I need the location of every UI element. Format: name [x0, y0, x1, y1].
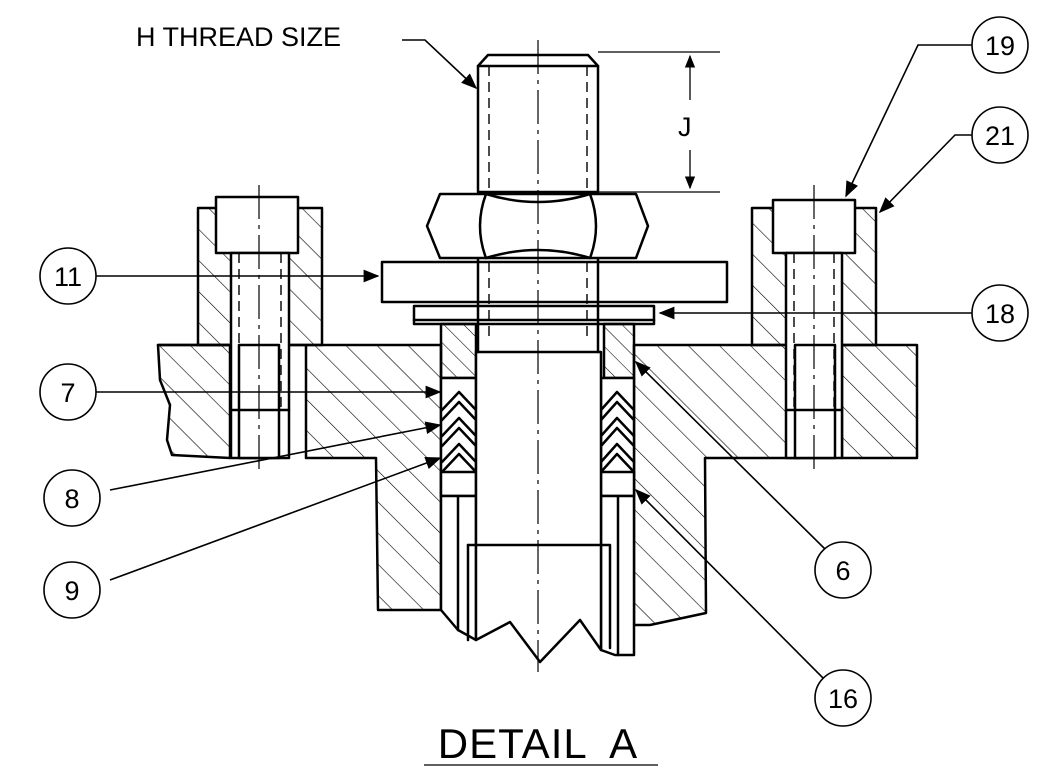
svg-text:8: 8 — [64, 484, 79, 514]
balloon-18: 18 — [658, 284, 1029, 342]
svg-text:6: 6 — [835, 556, 850, 586]
svg-text:11: 11 — [54, 262, 82, 292]
svg-text:18: 18 — [985, 299, 1015, 329]
packing-stack-right — [599, 376, 636, 498]
gland-spacer — [412, 304, 656, 326]
balloon-9: 9 — [43, 456, 442, 619]
detail-title: DETAIL A — [424, 720, 658, 767]
svg-text:21: 21 — [985, 121, 1015, 151]
gland-sleeve — [439, 322, 636, 380]
gland-plate — [380, 260, 729, 304]
balloon-21: 21 — [878, 106, 1029, 214]
balloon-8: 8 — [43, 421, 442, 527]
thread-callout: H THREAD SIZE — [136, 22, 478, 90]
cap-screw-left — [214, 185, 300, 470]
cap-screw-right — [771, 185, 857, 470]
dimension-j-label: J — [678, 112, 692, 142]
balloon-7: 7 — [39, 363, 442, 421]
hex-nut — [425, 192, 650, 260]
balloon-11: 11 — [39, 247, 380, 305]
thread-size-label: H THREAD SIZE — [136, 22, 341, 52]
balloon-6: 6 — [634, 360, 872, 599]
svg-text:7: 7 — [60, 378, 75, 408]
dimension-j: J — [598, 51, 720, 193]
packing-stack-left — [439, 376, 478, 498]
detail-title-text: DETAIL A — [438, 720, 638, 767]
svg-text:19: 19 — [985, 31, 1015, 61]
svg-text:16: 16 — [828, 684, 858, 714]
valve-stem — [466, 53, 612, 664]
balloon-16: 16 — [634, 488, 872, 727]
balloon-19: 19 — [845, 16, 1029, 198]
svg-text:9: 9 — [64, 576, 79, 606]
housing-left-flange — [156, 343, 232, 460]
